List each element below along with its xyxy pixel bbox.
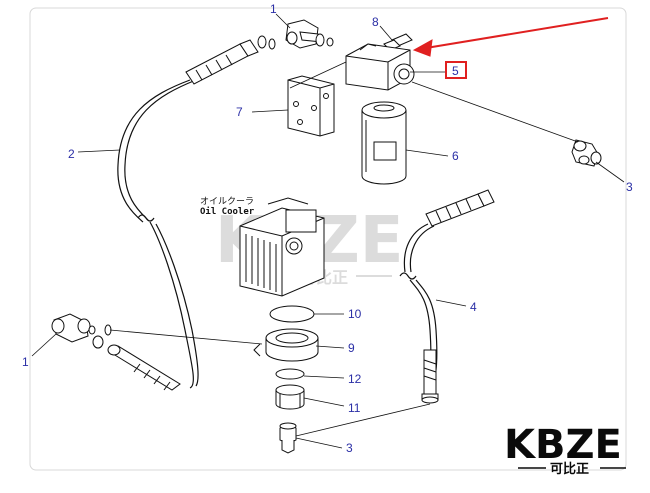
bracket-7 <box>287 75 335 137</box>
drawing-border <box>29 7 627 471</box>
oil-filter-6 <box>361 101 407 185</box>
callout-4: 4 <box>470 300 477 314</box>
brand-logo-sub: 可比正 <box>550 461 589 477</box>
callout-3-right: 3 <box>626 180 633 194</box>
highlight-box-5 <box>445 61 467 79</box>
highlight-arrow <box>412 17 609 57</box>
callout-10: 10 <box>348 307 362 321</box>
elbow-fitting-1-top <box>285 19 334 49</box>
adapter-9 <box>253 328 319 362</box>
callout-12: 12 <box>348 372 362 386</box>
callout-11: 11 <box>348 401 361 415</box>
callout-1-bottom: 1 <box>22 355 29 369</box>
fitting-3-bottom <box>279 422 297 454</box>
callout-5: 5 <box>452 64 459 78</box>
elbow-fitting-3-right <box>571 139 602 167</box>
oil-cooler <box>239 197 325 297</box>
filter-head-5 <box>345 43 415 91</box>
oil-cooler-label-jp: オイルクーラ <box>200 196 254 207</box>
hose-2 <box>117 79 194 389</box>
hose-2-break <box>137 214 155 222</box>
o-ring-top <box>257 35 276 50</box>
hose-2-end-bottom <box>107 344 181 391</box>
oil-cooler-label-en: Oil Cooler <box>200 206 255 217</box>
o-ring-10 <box>269 305 315 323</box>
callout-6: 6 <box>452 149 459 163</box>
hose-2-end-top <box>185 39 259 85</box>
elbow-fitting-1-bottom <box>51 313 96 343</box>
o-ring-12 <box>275 368 305 380</box>
hose-4-end-bottom <box>421 349 439 404</box>
callout-8: 8 <box>372 15 379 29</box>
hose-4-end-top <box>425 189 495 227</box>
brand-logo: KBZE 可比正 <box>504 422 626 477</box>
hose-4-break <box>399 272 417 280</box>
leader-lines <box>31 13 625 449</box>
callout-1-top: 1 <box>270 2 277 16</box>
callout-7: 7 <box>236 105 243 119</box>
o-ring-bottom-left <box>92 324 112 349</box>
brand-logo-main: KBZE <box>504 422 622 468</box>
callout-9: 9 <box>348 341 355 355</box>
callout-2: 2 <box>68 147 75 161</box>
callout-3-bottom: 3 <box>346 441 353 455</box>
nipple-11 <box>275 384 305 410</box>
